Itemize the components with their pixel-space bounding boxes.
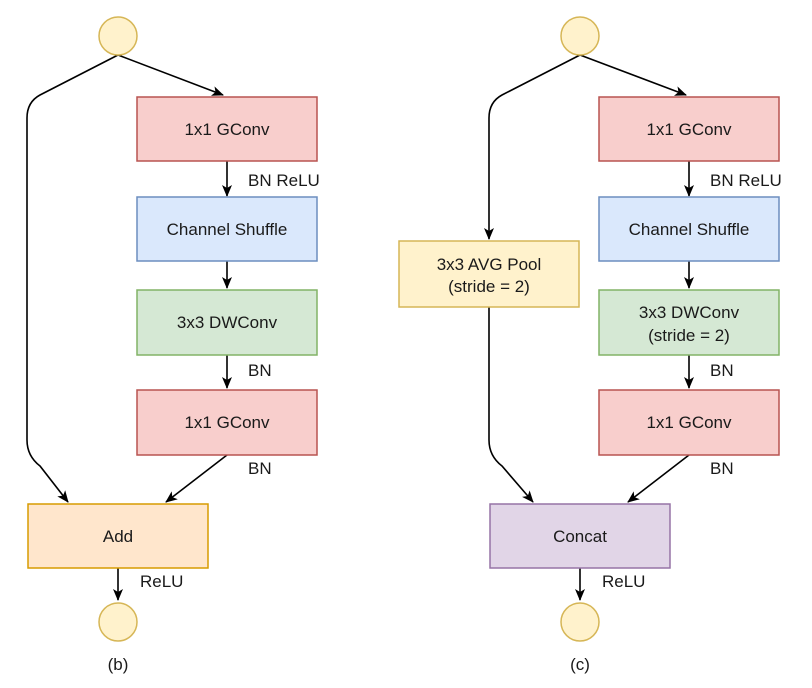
diagram-c: 1x1 GConv BN ReLU Channel Shuffle 3x3 AV… <box>398 16 782 674</box>
output-node-b <box>98 602 138 642</box>
add-label-b: Add <box>103 527 133 546</box>
avgpool-label-line2-c: (stride = 2) <box>448 277 530 296</box>
concat-label-c: Concat <box>553 527 607 546</box>
channel-shuffle-node-c: Channel Shuffle <box>598 196 780 262</box>
channel-shuffle-node-b: Channel Shuffle <box>136 196 318 262</box>
channel-shuffle-label-c: Channel Shuffle <box>629 220 750 239</box>
gconv1-node-c: 1x1 GConv <box>598 96 780 162</box>
edge-b-gconv2-to-add <box>165 454 228 503</box>
add-node-b: Add <box>27 503 209 569</box>
avgpool-node-c: 3x3 AVG Pool (stride = 2) <box>398 240 580 308</box>
dwconv-node-c: 3x3 DWConv (stride = 2) <box>598 289 780 356</box>
gconv1-label-c: 1x1 GConv <box>646 120 732 139</box>
bn-label-b-2: BN <box>248 459 272 478</box>
dwconv-label-line2-c: (stride = 2) <box>648 326 730 345</box>
gconv2-node-b: 1x1 GConv <box>136 389 318 456</box>
edge-c-avgpool-to-concat <box>488 307 534 503</box>
gconv2-label-b: 1x1 GConv <box>184 413 270 432</box>
input-node-b <box>98 16 138 56</box>
caption-c: (c) <box>570 655 590 674</box>
edge-b-shortcut <box>26 54 119 503</box>
diagram-b: 1x1 GConv BN ReLU Channel Shuffle 3x3 DW… <box>26 16 320 674</box>
relu-label-b: ReLU <box>140 572 183 591</box>
gconv1-label-b: 1x1 GConv <box>184 120 270 139</box>
avgpool-label-line1-c: 3x3 AVG Pool <box>437 255 542 274</box>
gconv1-node-b: 1x1 GConv <box>136 96 318 162</box>
edge-c-input-to-avgpool <box>484 54 581 240</box>
bn-relu-label-b: BN ReLU <box>248 171 320 190</box>
bn-relu-label-c: BN ReLU <box>710 171 782 190</box>
output-node-c <box>560 602 600 642</box>
input-node-c <box>560 16 600 56</box>
dwconv-node-b: 3x3 DWConv <box>136 289 318 356</box>
edge-b-input-to-gconv1 <box>117 54 224 96</box>
edge-c-input-to-gconv1 <box>579 54 687 96</box>
edge-c-gconv2-to-concat <box>627 454 690 503</box>
caption-b: (b) <box>108 655 129 674</box>
relu-label-c: ReLU <box>602 572 645 591</box>
bn-label-b-1: BN <box>248 361 272 380</box>
bn-label-c-2: BN <box>710 459 734 478</box>
gconv2-label-c: 1x1 GConv <box>646 413 732 432</box>
bn-label-c-1: BN <box>710 361 734 380</box>
concat-node-c: Concat <box>489 503 671 569</box>
channel-shuffle-label-b: Channel Shuffle <box>167 220 288 239</box>
gconv2-node-c: 1x1 GConv <box>598 389 780 456</box>
dwconv-label-b: 3x3 DWConv <box>177 313 278 332</box>
dwconv-label-line1-c: 3x3 DWConv <box>639 303 740 322</box>
